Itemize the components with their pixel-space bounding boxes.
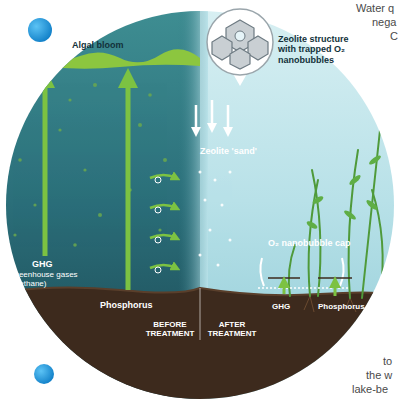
phosphorus-label: Phosphorus xyxy=(100,300,153,310)
before-label: BEFORE TREATMENT xyxy=(142,320,198,338)
phosphorus-label: Phosphorus xyxy=(318,302,365,311)
ghg-label: GHG xyxy=(272,302,290,311)
nanobubble-cap-label: O₂ nanobubble cap xyxy=(268,238,351,248)
margin-text: lake-be xyxy=(352,383,388,396)
zeolite-sand-label: Zeolite 'sand' xyxy=(200,146,257,156)
ghg-description: Greenhouse gases (methane) xyxy=(10,270,92,288)
zeolite-label: Zeolite structure with trapped O₂ nanobu… xyxy=(278,34,356,65)
margin-text: C xyxy=(390,30,398,43)
margin-text: to xyxy=(383,355,392,368)
after-label: AFTER TREATMENT xyxy=(204,320,260,338)
ghg-label: GHG xyxy=(32,259,53,269)
margin-text: Water q xyxy=(356,2,394,15)
margin-text: nega xyxy=(372,16,396,29)
algal-bloom-label: Algal bloom xyxy=(72,40,124,50)
margin-text: the w xyxy=(366,369,392,382)
